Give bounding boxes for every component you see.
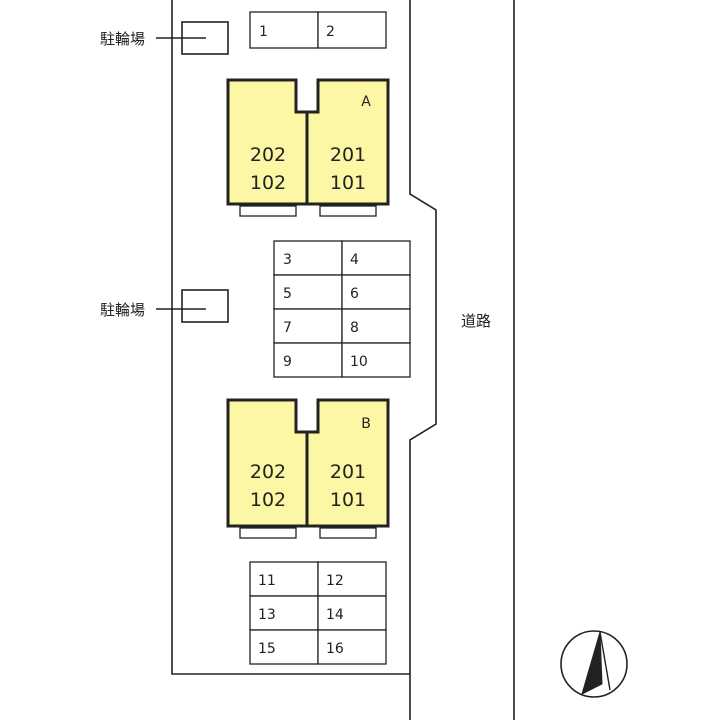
building-b: B 202 102 201 101 [226, 398, 390, 539]
parking-space-14 [317, 595, 387, 631]
building-b-unit-101: 101 [330, 489, 366, 511]
parking-space-label-6: 6 [350, 286, 359, 302]
building-a-balcony-west [239, 205, 297, 217]
north-arrow-icon [560, 630, 628, 698]
parking-space-13 [249, 595, 319, 631]
parking-space-2 [317, 11, 387, 49]
parking-block-bottom [249, 561, 387, 665]
building-b-unit-201: 201 [330, 461, 366, 483]
parking-space-label-9: 9 [283, 354, 292, 370]
parking-space-label-11: 11 [258, 573, 276, 589]
parking-space-label-5: 5 [283, 286, 292, 302]
bicycle-parking-top-label: 駐輪場 [100, 30, 145, 48]
building-a-unit-202: 202 [250, 144, 286, 166]
building-a-unit-101: 101 [330, 172, 366, 194]
building-a-name: A [361, 94, 371, 110]
bicycle-parking-middle-label: 駐輪場 [100, 301, 145, 319]
parking-space-label-7: 7 [283, 320, 292, 336]
bicycle-parking-middle [181, 289, 229, 323]
building-b-unit-202: 202 [250, 461, 286, 483]
building-a-balcony-east [319, 205, 377, 217]
parking-space-label-1: 1 [259, 24, 268, 40]
parking-space-12 [317, 561, 387, 597]
building-b-balcony-west [239, 527, 297, 539]
parking-space-15 [249, 629, 319, 665]
parking-space-label-4: 4 [350, 252, 359, 268]
building-a-unit-102: 102 [250, 172, 286, 194]
parking-space-3 [273, 240, 343, 276]
parking-space-10 [341, 342, 411, 378]
building-a-unit-201: 201 [330, 144, 366, 166]
parking-block-middle [273, 240, 411, 378]
parking-space-label-16: 16 [326, 641, 344, 657]
building-b-unit-102: 102 [250, 489, 286, 511]
parking-space-label-2: 2 [326, 24, 335, 40]
parking-space-label-10: 10 [350, 354, 368, 370]
building-b-name: B [361, 416, 371, 432]
building-b-balcony-east [319, 527, 377, 539]
parking-space-label-3: 3 [283, 252, 292, 268]
parking-block-top [249, 11, 387, 49]
parking-space-9 [273, 342, 343, 378]
parking-space-label-12: 12 [326, 573, 344, 589]
parking-space-label-13: 13 [258, 607, 276, 623]
parking-space-8 [341, 308, 411, 344]
parking-space-16 [317, 629, 387, 665]
property-boundary [171, 0, 437, 720]
building-a: A 202 102 201 101 [226, 78, 390, 217]
parking-space-label-14: 14 [326, 607, 344, 623]
parking-space-label-8: 8 [350, 320, 359, 336]
parking-space-7 [273, 308, 343, 344]
parking-space-label-15: 15 [258, 641, 276, 657]
road-label: 道路 [461, 312, 491, 330]
parking-space-5 [273, 274, 343, 310]
